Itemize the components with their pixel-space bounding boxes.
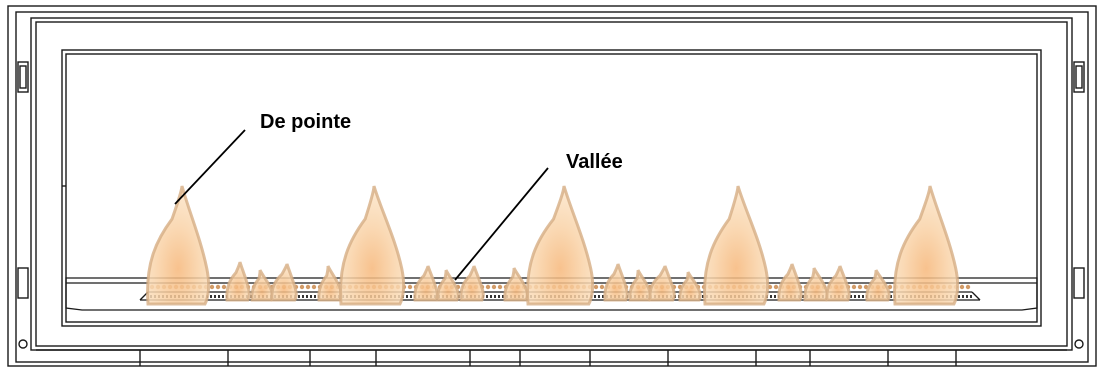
ember-bead <box>773 284 779 290</box>
ember-bead <box>851 284 857 290</box>
small-flame <box>777 263 803 302</box>
ember-bead <box>599 284 605 290</box>
burner-port <box>502 295 504 298</box>
small-flame <box>865 269 891 302</box>
fireplace-frame <box>7 5 1097 367</box>
small-flame <box>678 271 702 302</box>
peak-label: De pointe <box>260 111 351 133</box>
burner-port <box>770 295 772 298</box>
flame-group <box>146 185 960 306</box>
burner-port <box>854 295 856 298</box>
small-flame <box>825 265 851 302</box>
small-flame <box>648 265 676 302</box>
ember-bead <box>215 284 221 290</box>
ember-bead <box>407 284 413 290</box>
peak-callout-line <box>174 129 246 205</box>
burner-port <box>802 295 804 298</box>
ember-bead <box>221 284 227 290</box>
ember-bead <box>299 284 305 290</box>
small-flame <box>459 265 485 302</box>
burner-port <box>598 295 600 298</box>
burner-port <box>702 295 704 298</box>
ember-bead <box>491 284 497 290</box>
burner-port <box>966 295 968 298</box>
ember-bead <box>593 284 599 290</box>
small-flame <box>503 267 529 302</box>
burner-port <box>310 295 312 298</box>
ember-bead <box>959 284 965 290</box>
burner-port <box>494 295 496 298</box>
burner-port <box>406 295 408 298</box>
burner-port <box>486 295 488 298</box>
burner-port <box>222 295 224 298</box>
burner-port <box>970 295 972 298</box>
ember-bead <box>209 284 215 290</box>
ember-bead <box>857 284 863 290</box>
burner-port <box>490 295 492 298</box>
small-flame <box>803 267 829 302</box>
burner-port <box>594 295 596 298</box>
burner-port <box>602 295 604 298</box>
small-flame <box>628 269 652 302</box>
valley-label: Vallée <box>566 151 623 173</box>
burner-port <box>314 295 316 298</box>
burner-port <box>962 295 964 298</box>
large-flame <box>339 185 406 306</box>
burner-port <box>218 295 220 298</box>
ember-bead <box>305 284 311 290</box>
burner-port <box>858 295 860 298</box>
burner-port <box>410 295 412 298</box>
burner-port <box>214 295 216 298</box>
burner-port <box>302 295 304 298</box>
small-flame <box>413 265 439 302</box>
burner-port <box>774 295 776 298</box>
large-flame <box>526 185 595 306</box>
burner-port <box>862 295 864 298</box>
callout-lines <box>174 129 549 281</box>
ember-bead <box>485 284 491 290</box>
small-flame <box>436 269 460 302</box>
burner-port <box>306 295 308 298</box>
valley-callout-line <box>454 167 549 281</box>
burner-port <box>958 295 960 298</box>
burner-port <box>298 295 300 298</box>
ember-bead <box>311 284 317 290</box>
small-flame <box>270 263 298 302</box>
burner-port <box>210 295 212 298</box>
large-flame <box>146 185 211 306</box>
burner-port <box>498 295 500 298</box>
small-flame <box>225 261 251 302</box>
ember-bead <box>965 284 971 290</box>
burner-port <box>890 295 892 298</box>
ember-bead <box>497 284 503 290</box>
large-flame <box>893 185 960 306</box>
burner-port <box>850 295 852 298</box>
small-flame <box>250 269 274 302</box>
small-flame <box>317 265 343 302</box>
small-flame <box>603 263 629 302</box>
large-flame <box>703 185 770 306</box>
